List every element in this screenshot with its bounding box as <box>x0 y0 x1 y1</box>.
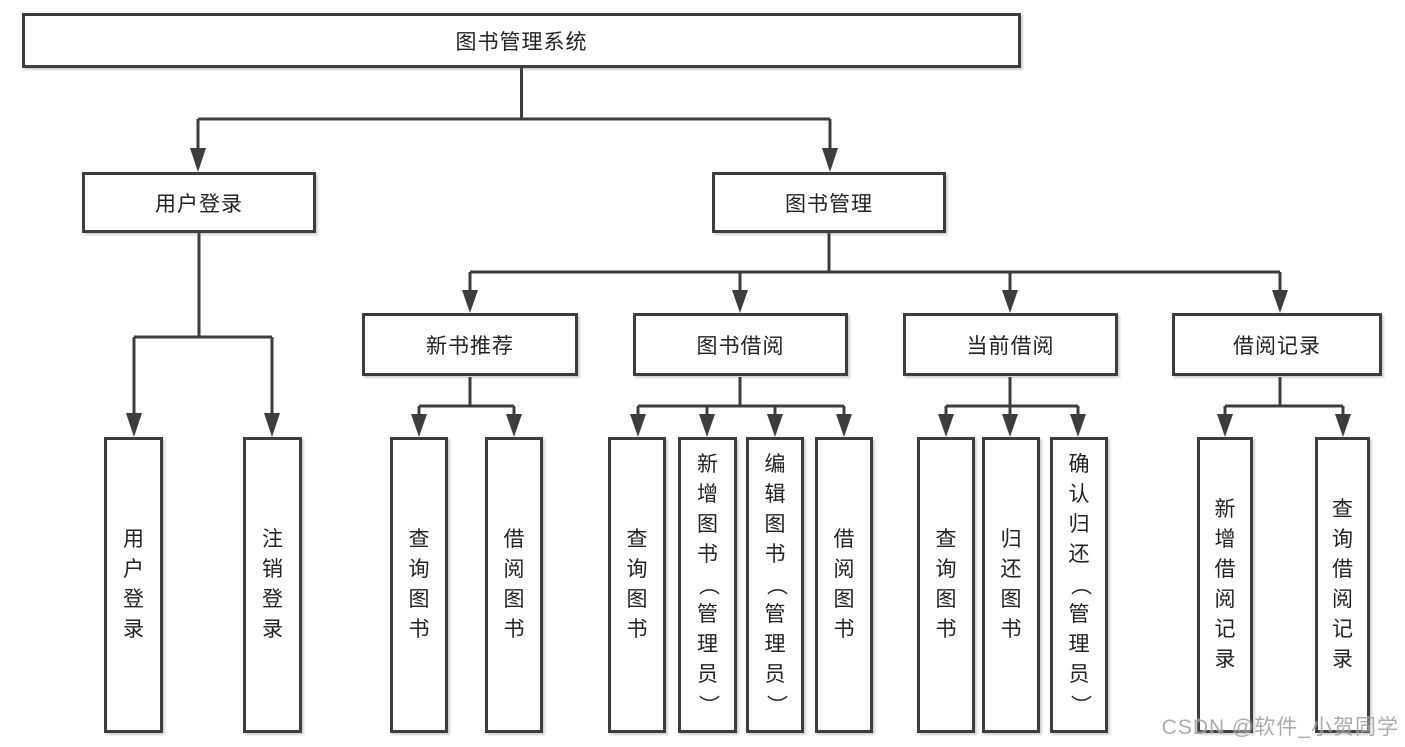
leaf-edit-books-admin: 编辑图书（管理员） <box>746 437 804 733</box>
leaf-logout: 注销登录 <box>243 437 302 733</box>
leaf-query-books-recommend: 查询图书 <box>390 437 448 733</box>
leaf-borrow-books-recommend: 借阅图书 <box>485 437 543 733</box>
leaf-query-books-current: 查询图书 <box>917 437 975 733</box>
node-user-login: 用户登录 <box>82 172 316 233</box>
leaf-return-books: 归还图书 <box>982 437 1040 733</box>
node-book-borrow: 图书借阅 <box>633 313 848 376</box>
leaf-add-borrow-record: 新增借阅记录 <box>1197 437 1253 733</box>
leaf-query-books-borrow: 查询图书 <box>608 437 666 733</box>
node-root: 图书管理系统 <box>22 13 1021 68</box>
csdn-watermark: CSDN @软件_小贺同学 <box>1161 716 1399 739</box>
leaf-borrow-books: 借阅图书 <box>815 437 873 733</box>
leaf-add-books-admin: 新增图书（管理员） <box>678 437 737 733</box>
leaf-user-login: 用户登录 <box>104 437 163 733</box>
node-book-management: 图书管理 <box>712 172 946 233</box>
node-new-book-recommend: 新书推荐 <box>362 313 578 376</box>
node-borrow-records: 借阅记录 <box>1172 313 1382 376</box>
node-current-borrow: 当前借阅 <box>903 313 1118 376</box>
leaf-confirm-return-admin: 确认归还（管理员） <box>1050 437 1108 733</box>
leaf-query-borrow-record: 查询借阅记录 <box>1315 437 1370 733</box>
